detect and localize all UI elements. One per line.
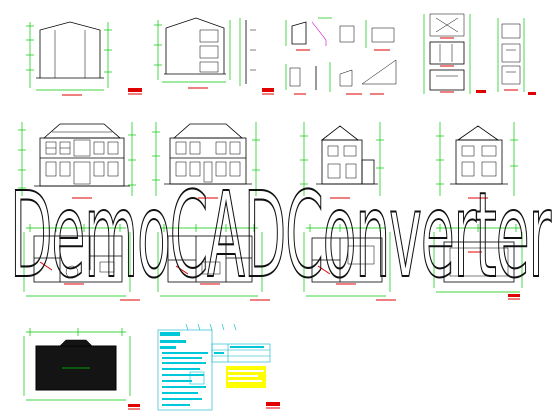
- watermark-text: DemoCADConverter: [9, 167, 554, 306]
- sheet-floor-plan-stack-2[interactable]: [497, 18, 536, 95]
- sheet-floor-plan-stack-1[interactable]: [423, 13, 486, 94]
- sheet-roof-frame-plan[interactable]: [433, 224, 523, 300]
- sheet-section-detail-1[interactable]: [154, 17, 274, 95]
- watermark-label: DemoCADConverter: [10, 168, 551, 305]
- sheet-second-floor-plan[interactable]: [157, 224, 270, 301]
- sheet-roof-plan[interactable]: [23, 328, 140, 410]
- sheet-front-elevation[interactable]: [18, 122, 136, 199]
- sheet-third-floor-plan[interactable]: [303, 224, 396, 301]
- sheet-side-elevation-right[interactable]: [436, 122, 518, 199]
- sheet-first-floor-plan[interactable]: [23, 224, 140, 301]
- sheet-rear-elevation[interactable]: [152, 122, 260, 199]
- sheet-elevation-detail-1[interactable]: [26, 21, 142, 96]
- sheet-side-elevation-left[interactable]: [300, 122, 384, 199]
- sheet-node-details[interactable]: [285, 17, 397, 95]
- sheet-design-notes-table[interactable]: [157, 323, 280, 411]
